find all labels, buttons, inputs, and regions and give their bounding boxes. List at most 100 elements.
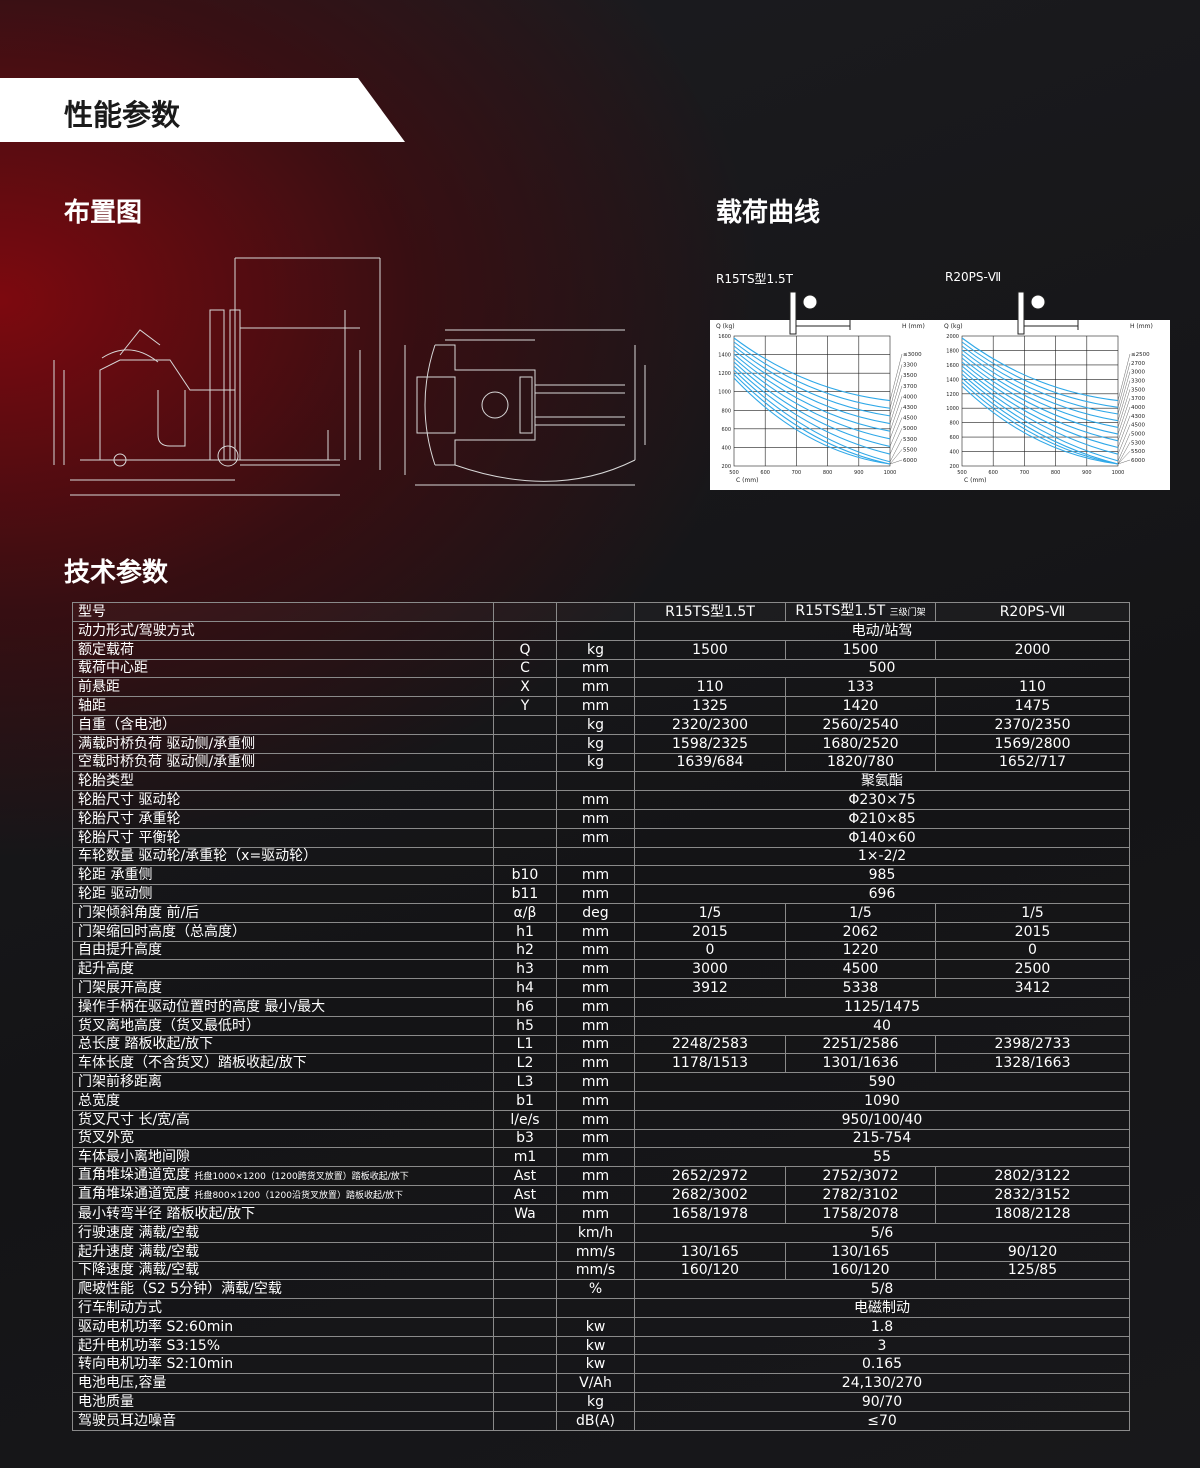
spec-unit: deg xyxy=(556,902,635,923)
spec-label-text: 起升速度 满载/空载 xyxy=(78,1243,200,1260)
spec-value-model-1: 160/120 xyxy=(634,1260,786,1281)
spec-symbol: L1 xyxy=(493,1034,557,1055)
spec-unit: % xyxy=(556,1279,635,1300)
spec-label-text: 门架展开高度 xyxy=(78,980,162,997)
c-axis-label: C (mm) xyxy=(736,477,758,484)
spec-value-all: 1090 xyxy=(634,1090,1130,1111)
spec-symbol xyxy=(493,1298,557,1318)
spec-value-all: ≤70 xyxy=(634,1410,1130,1431)
spec-label-text: 轮距 驱动侧 xyxy=(78,886,153,903)
spec-label: 行驶速度 满载/空载 xyxy=(72,1222,494,1243)
spec-header-model-1: R15TS型1.5T xyxy=(634,602,786,622)
spec-label-text: 直角堆垛通道宽度 xyxy=(78,1167,190,1184)
spec-label-text: 车轮数量 驱动轮/承重轮（x=驱动轮） xyxy=(78,848,318,865)
spec-label-text: 轮胎尺寸 驱动轮 xyxy=(78,792,181,809)
spec-label: 货叉外宽 xyxy=(72,1128,494,1149)
chart-grid xyxy=(733,335,891,467)
spec-label-text: 起升电机功率 S3:15% xyxy=(78,1337,221,1354)
spec-label-text: 电池质量 xyxy=(78,1393,134,1410)
spec-value-model-1: 110 xyxy=(634,677,786,698)
spec-label: 空载时桥负荷 驱动侧/承重侧 xyxy=(72,752,494,773)
spec-header-model-2: R15TS型1.5T 三级门架 xyxy=(785,602,936,622)
spec-label: 货叉尺寸 长/宽/高 xyxy=(72,1109,494,1130)
spec-symbol xyxy=(493,1279,557,1300)
stacker-icon xyxy=(789,291,851,335)
spec-value-model-2: 2251/2586 xyxy=(785,1034,936,1055)
spec-label-text: 自由提升高度 xyxy=(78,942,162,959)
load-curve-heading: 载荷曲线 xyxy=(716,198,821,228)
spec-header-sym xyxy=(493,602,557,622)
h-value-label: 3000 xyxy=(1131,370,1145,376)
spec-row: 车轮数量 驱动轮/承重轮（x=驱动轮）1×-2/2 xyxy=(72,846,1130,867)
spec-symbol xyxy=(493,733,557,754)
spec-symbol: l/e/s xyxy=(493,1109,557,1130)
spec-label: 货叉离地高度（货叉最低时） xyxy=(72,1015,494,1036)
spec-value-model-2: 1220 xyxy=(785,940,936,961)
title-banner xyxy=(0,78,405,142)
spec-value-model-1: 2248/2583 xyxy=(634,1034,786,1055)
spec-value-model-2: 5338 xyxy=(785,978,936,998)
x-tick-label: 600 xyxy=(760,470,770,476)
spec-value-all: 500 xyxy=(634,658,1130,679)
spec-value-model-2: 1758/2078 xyxy=(785,1204,936,1224)
spec-unit: mm xyxy=(556,677,635,698)
spec-label: 轮胎类型 xyxy=(72,771,494,792)
spec-label-text: 轮胎尺寸 平衡轮 xyxy=(78,829,181,846)
spec-unit: kg xyxy=(556,639,635,660)
spec-value-all: Φ140×60 xyxy=(634,827,1130,848)
spec-unit: mm xyxy=(556,978,635,998)
spec-heading: 技术参数 xyxy=(64,558,169,588)
y-tick-label: 2000 xyxy=(946,334,959,340)
spec-symbol: b10 xyxy=(493,865,557,886)
spec-label-text: 货叉外宽 xyxy=(78,1130,134,1147)
spec-value-model-2: 2062 xyxy=(785,921,936,942)
spec-unit: kg xyxy=(556,752,635,773)
spec-label: 最小转弯半径 踏板收起/放下 xyxy=(72,1204,494,1224)
spec-row: 动力形式/驾驶方式电动/站驾 xyxy=(72,621,1130,641)
spec-label-text: 电池电压,容量 xyxy=(78,1375,167,1392)
spec-value-model-1: 3000 xyxy=(634,959,786,980)
spec-value-model-3: 110 xyxy=(935,677,1130,698)
spec-value-model-2: 1680/2520 xyxy=(785,733,936,754)
load-curve-line xyxy=(961,341,1119,408)
x-tick-label: 600 xyxy=(988,470,998,476)
y-tick-label: 1400 xyxy=(718,353,731,359)
spec-label-text: 载荷中心距 xyxy=(78,660,148,677)
spec-value-model-1: 1325 xyxy=(634,696,786,716)
spec-header-label: 型号 xyxy=(72,602,494,622)
y-tick-label: 1400 xyxy=(946,377,959,383)
spec-value-model-2: 1301/1636 xyxy=(785,1053,936,1074)
spec-unit: kg xyxy=(556,714,635,735)
spec-value-all: 985 xyxy=(634,865,1130,886)
x-tick-label: 800 xyxy=(1051,470,1061,476)
spec-value-model-1: 3912 xyxy=(634,978,786,998)
spec-label-text: 动力形式/驾驶方式 xyxy=(78,622,195,639)
spec-value-model-1: 1639/684 xyxy=(634,752,786,773)
spec-label-text: 轮胎尺寸 承重轮 xyxy=(78,810,181,827)
spec-label-text: 行驶速度 满载/空载 xyxy=(78,1224,200,1241)
spec-header-model-3: R20PS-Ⅶ xyxy=(935,602,1130,622)
spec-unit: V/Ah xyxy=(556,1373,635,1394)
spec-value-all: 90/70 xyxy=(634,1392,1130,1412)
spec-symbol: Ast xyxy=(493,1185,557,1206)
spec-unit: mm xyxy=(556,1204,635,1224)
spec-unit xyxy=(556,1298,635,1318)
spec-symbol xyxy=(493,1335,557,1356)
spec-value-all: 聚氨酯 xyxy=(634,771,1130,792)
spec-value-model-2: 1/5 xyxy=(785,902,936,923)
spec-unit: mm/s xyxy=(556,1241,635,1262)
spec-unit: kw xyxy=(556,1335,635,1356)
y-tick-label: 1600 xyxy=(718,334,731,340)
